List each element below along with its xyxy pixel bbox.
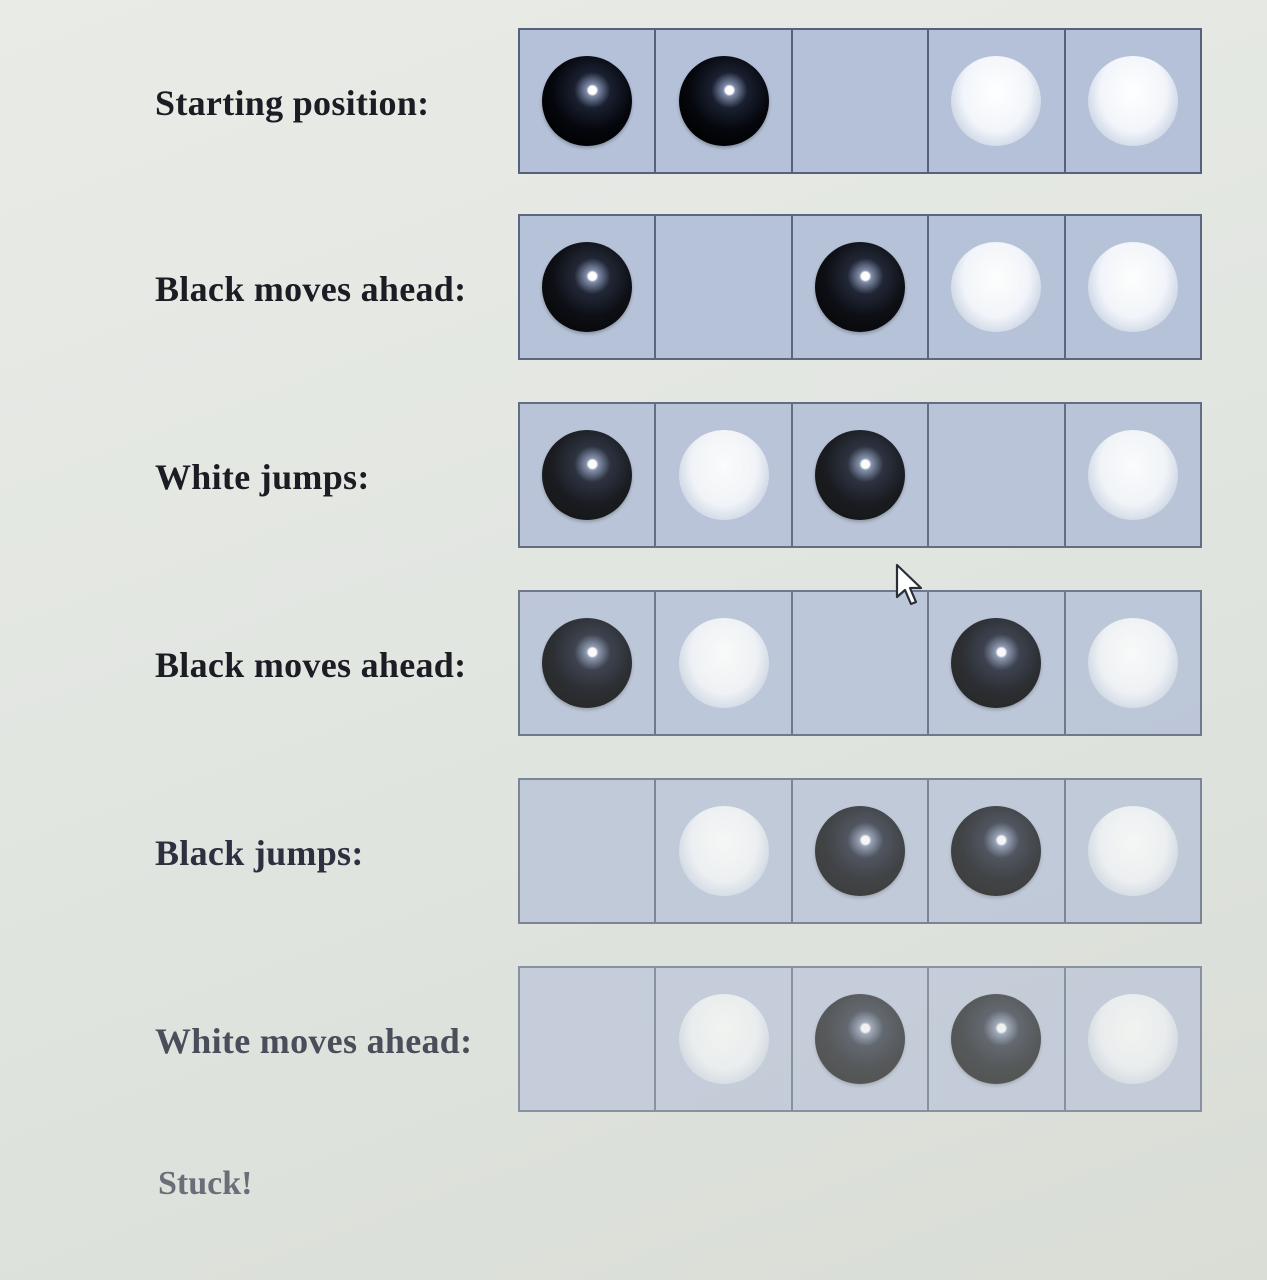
step-label: Black moves ahead: xyxy=(155,645,467,685)
board-cell xyxy=(656,968,793,1110)
board xyxy=(518,778,1202,924)
white-piece xyxy=(1087,430,1178,520)
board-cell xyxy=(656,404,793,546)
board xyxy=(518,966,1202,1112)
empty-cell xyxy=(793,592,930,734)
black-piece xyxy=(678,56,769,146)
step-row: Black moves ahead: xyxy=(0,214,1267,364)
white-piece xyxy=(678,994,769,1084)
board xyxy=(518,402,1202,548)
black-piece xyxy=(951,618,1042,708)
board-cell xyxy=(520,216,657,358)
white-piece xyxy=(678,806,769,896)
step-row: White moves ahead: xyxy=(0,966,1267,1116)
result-text: Stuck! xyxy=(158,1165,253,1202)
white-piece xyxy=(1087,56,1178,146)
black-piece xyxy=(542,618,633,708)
white-piece xyxy=(951,242,1042,332)
board-cell xyxy=(1066,404,1200,546)
empty-cell xyxy=(520,968,657,1110)
empty-cell xyxy=(929,404,1066,546)
empty-cell xyxy=(656,216,793,358)
board-cell xyxy=(929,780,1066,922)
black-piece xyxy=(951,994,1042,1084)
empty-cell xyxy=(793,30,930,172)
white-piece xyxy=(1087,618,1178,708)
board-cell xyxy=(929,30,1066,172)
step-label: Starting position: xyxy=(155,83,430,123)
board-cell xyxy=(656,592,793,734)
board xyxy=(518,28,1202,174)
black-piece xyxy=(542,430,633,520)
step-row: White jumps: xyxy=(0,402,1267,552)
board-cell xyxy=(656,30,793,172)
white-piece xyxy=(678,430,769,520)
black-piece xyxy=(542,56,633,146)
board-cell xyxy=(793,968,930,1110)
white-piece xyxy=(951,56,1042,146)
board xyxy=(518,590,1202,736)
white-piece xyxy=(1087,242,1178,332)
board-cell xyxy=(793,216,930,358)
black-piece xyxy=(815,806,906,896)
board-cell xyxy=(793,404,930,546)
board-cell xyxy=(1066,968,1200,1110)
step-label: White jumps: xyxy=(155,457,370,497)
board-cell xyxy=(1066,30,1200,172)
step-label: Black moves ahead: xyxy=(155,269,467,309)
board-cell xyxy=(1066,216,1200,358)
board-cell xyxy=(520,404,657,546)
board-cell xyxy=(1066,780,1200,922)
black-piece xyxy=(815,242,906,332)
board-cell xyxy=(1066,592,1200,734)
mouse-pointer-icon xyxy=(895,563,923,606)
black-piece xyxy=(815,994,906,1084)
step-row: Black moves ahead: xyxy=(0,590,1267,740)
board-cell xyxy=(520,592,657,734)
empty-cell xyxy=(520,780,657,922)
board-cell xyxy=(520,30,657,172)
board-cell xyxy=(793,780,930,922)
board-cell xyxy=(929,592,1066,734)
step-row: Starting position: xyxy=(0,28,1267,178)
step-label: White moves ahead: xyxy=(155,1021,473,1061)
board xyxy=(518,214,1202,360)
white-piece xyxy=(678,618,769,708)
board-cell xyxy=(929,216,1066,358)
white-piece xyxy=(1087,806,1178,896)
white-piece xyxy=(1087,994,1178,1084)
black-piece xyxy=(542,242,633,332)
board-cell xyxy=(929,968,1066,1110)
black-piece xyxy=(951,806,1042,896)
step-label: Black jumps: xyxy=(155,833,364,873)
black-piece xyxy=(815,430,906,520)
step-row: Black jumps: xyxy=(0,778,1267,928)
board-cell xyxy=(656,780,793,922)
